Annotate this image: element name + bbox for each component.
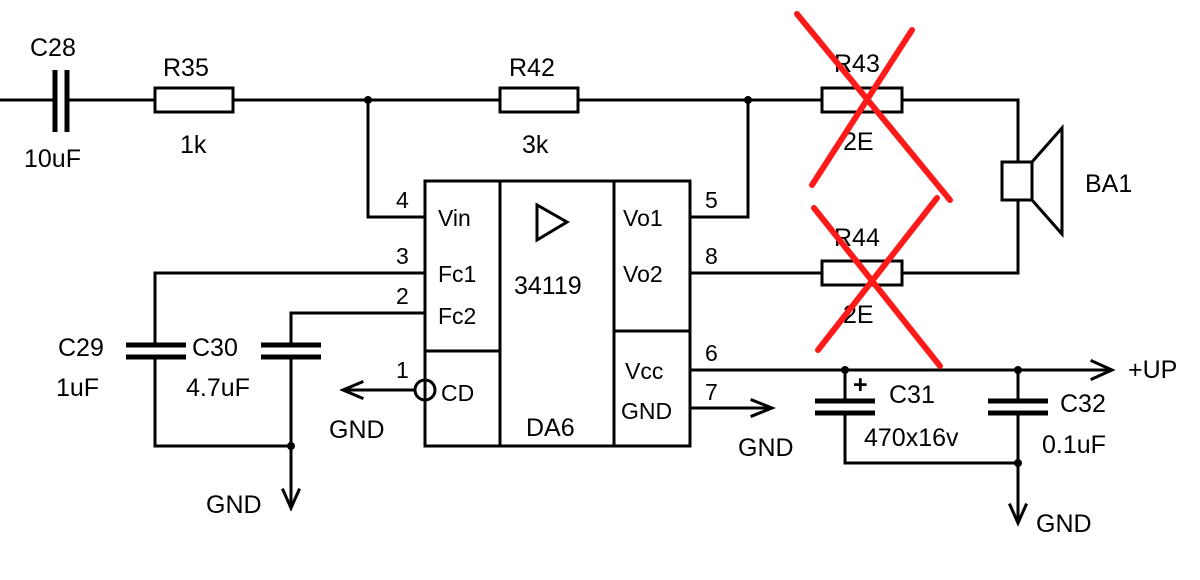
r35-value: 1k [180, 131, 207, 159]
c29-ref: C29 [58, 334, 104, 362]
r35-body [153, 86, 235, 114]
gnd-label-pin7: GND [738, 434, 794, 462]
c32-value: 0.1uF [1042, 431, 1106, 459]
gnd-label-bottom-right: GND [1036, 510, 1092, 538]
pin-name-gnd: GND [621, 398, 672, 424]
speaker-icon [1000, 124, 1064, 238]
pin-number-2: 2 [396, 283, 409, 309]
supply-rail [688, 359, 1116, 527]
c28-ref: C28 [30, 34, 76, 62]
pin-number-5: 5 [705, 187, 718, 213]
pin-number-3: 3 [396, 243, 409, 269]
gnd-arrow-icon [1008, 503, 1028, 527]
strike-r43 [794, 11, 953, 203]
pin-number-1: 1 [396, 357, 409, 383]
pin-number-8: 8 [705, 243, 718, 269]
gnd-arrow-icon [750, 398, 777, 418]
junction-gnd-left [287, 442, 295, 450]
ic-da6: 34119 DA6 Vin Fc1 Fc2 CD Vo1 Vo2 Vcc GND [423, 179, 692, 448]
filter-caps [126, 271, 427, 512]
gnd-arrow-icon [339, 380, 364, 400]
gnd-arrow-icon [281, 488, 301, 512]
c29-value: 1uF [56, 374, 99, 402]
pin-name-vin: Vin [438, 205, 471, 231]
r42-value: 3k [522, 131, 549, 159]
gnd-label-left: GND [206, 491, 262, 519]
c30-value: 4.7uF [186, 374, 250, 402]
pin-number-6: 6 [705, 340, 718, 366]
gnd-label-cd: GND [329, 416, 385, 444]
c31-ref: C31 [889, 381, 935, 409]
ic-part-number: 34119 [514, 272, 582, 300]
ic-ref: DA6 [526, 414, 575, 442]
cd-to-gnd [339, 378, 437, 402]
strike-r44 [811, 195, 943, 369]
amplifier-symbol-icon [535, 202, 570, 243]
pin-name-vo1: Vo1 [623, 205, 663, 231]
r42-ref: R42 [509, 54, 555, 82]
supply-label: +UP [1128, 356, 1177, 384]
r35-ref: R35 [163, 54, 209, 82]
c30-ref: C30 [192, 334, 238, 362]
r42-body [498, 86, 580, 114]
pin-name-fc1: Fc1 [438, 261, 476, 287]
c28-value: 10uF [24, 145, 81, 173]
output-chain [688, 98, 1020, 287]
pin-name-vcc: Vcc [625, 358, 663, 384]
pin-name-vo2: Vo2 [623, 261, 663, 287]
pin-name-fc2: Fc2 [438, 303, 476, 329]
junction-gnd-right [1014, 459, 1022, 467]
c31-value: 470x16v [864, 424, 959, 452]
c32-ref: C32 [1060, 390, 1106, 418]
c31-polarity: + [853, 371, 868, 399]
pin-number-7: 7 [705, 379, 718, 405]
pin-name-cd: CD [441, 380, 474, 406]
ba1-ref: BA1 [1085, 170, 1132, 198]
supply-arrow-icon [1090, 359, 1116, 381]
pin-number-4: 4 [396, 187, 409, 213]
